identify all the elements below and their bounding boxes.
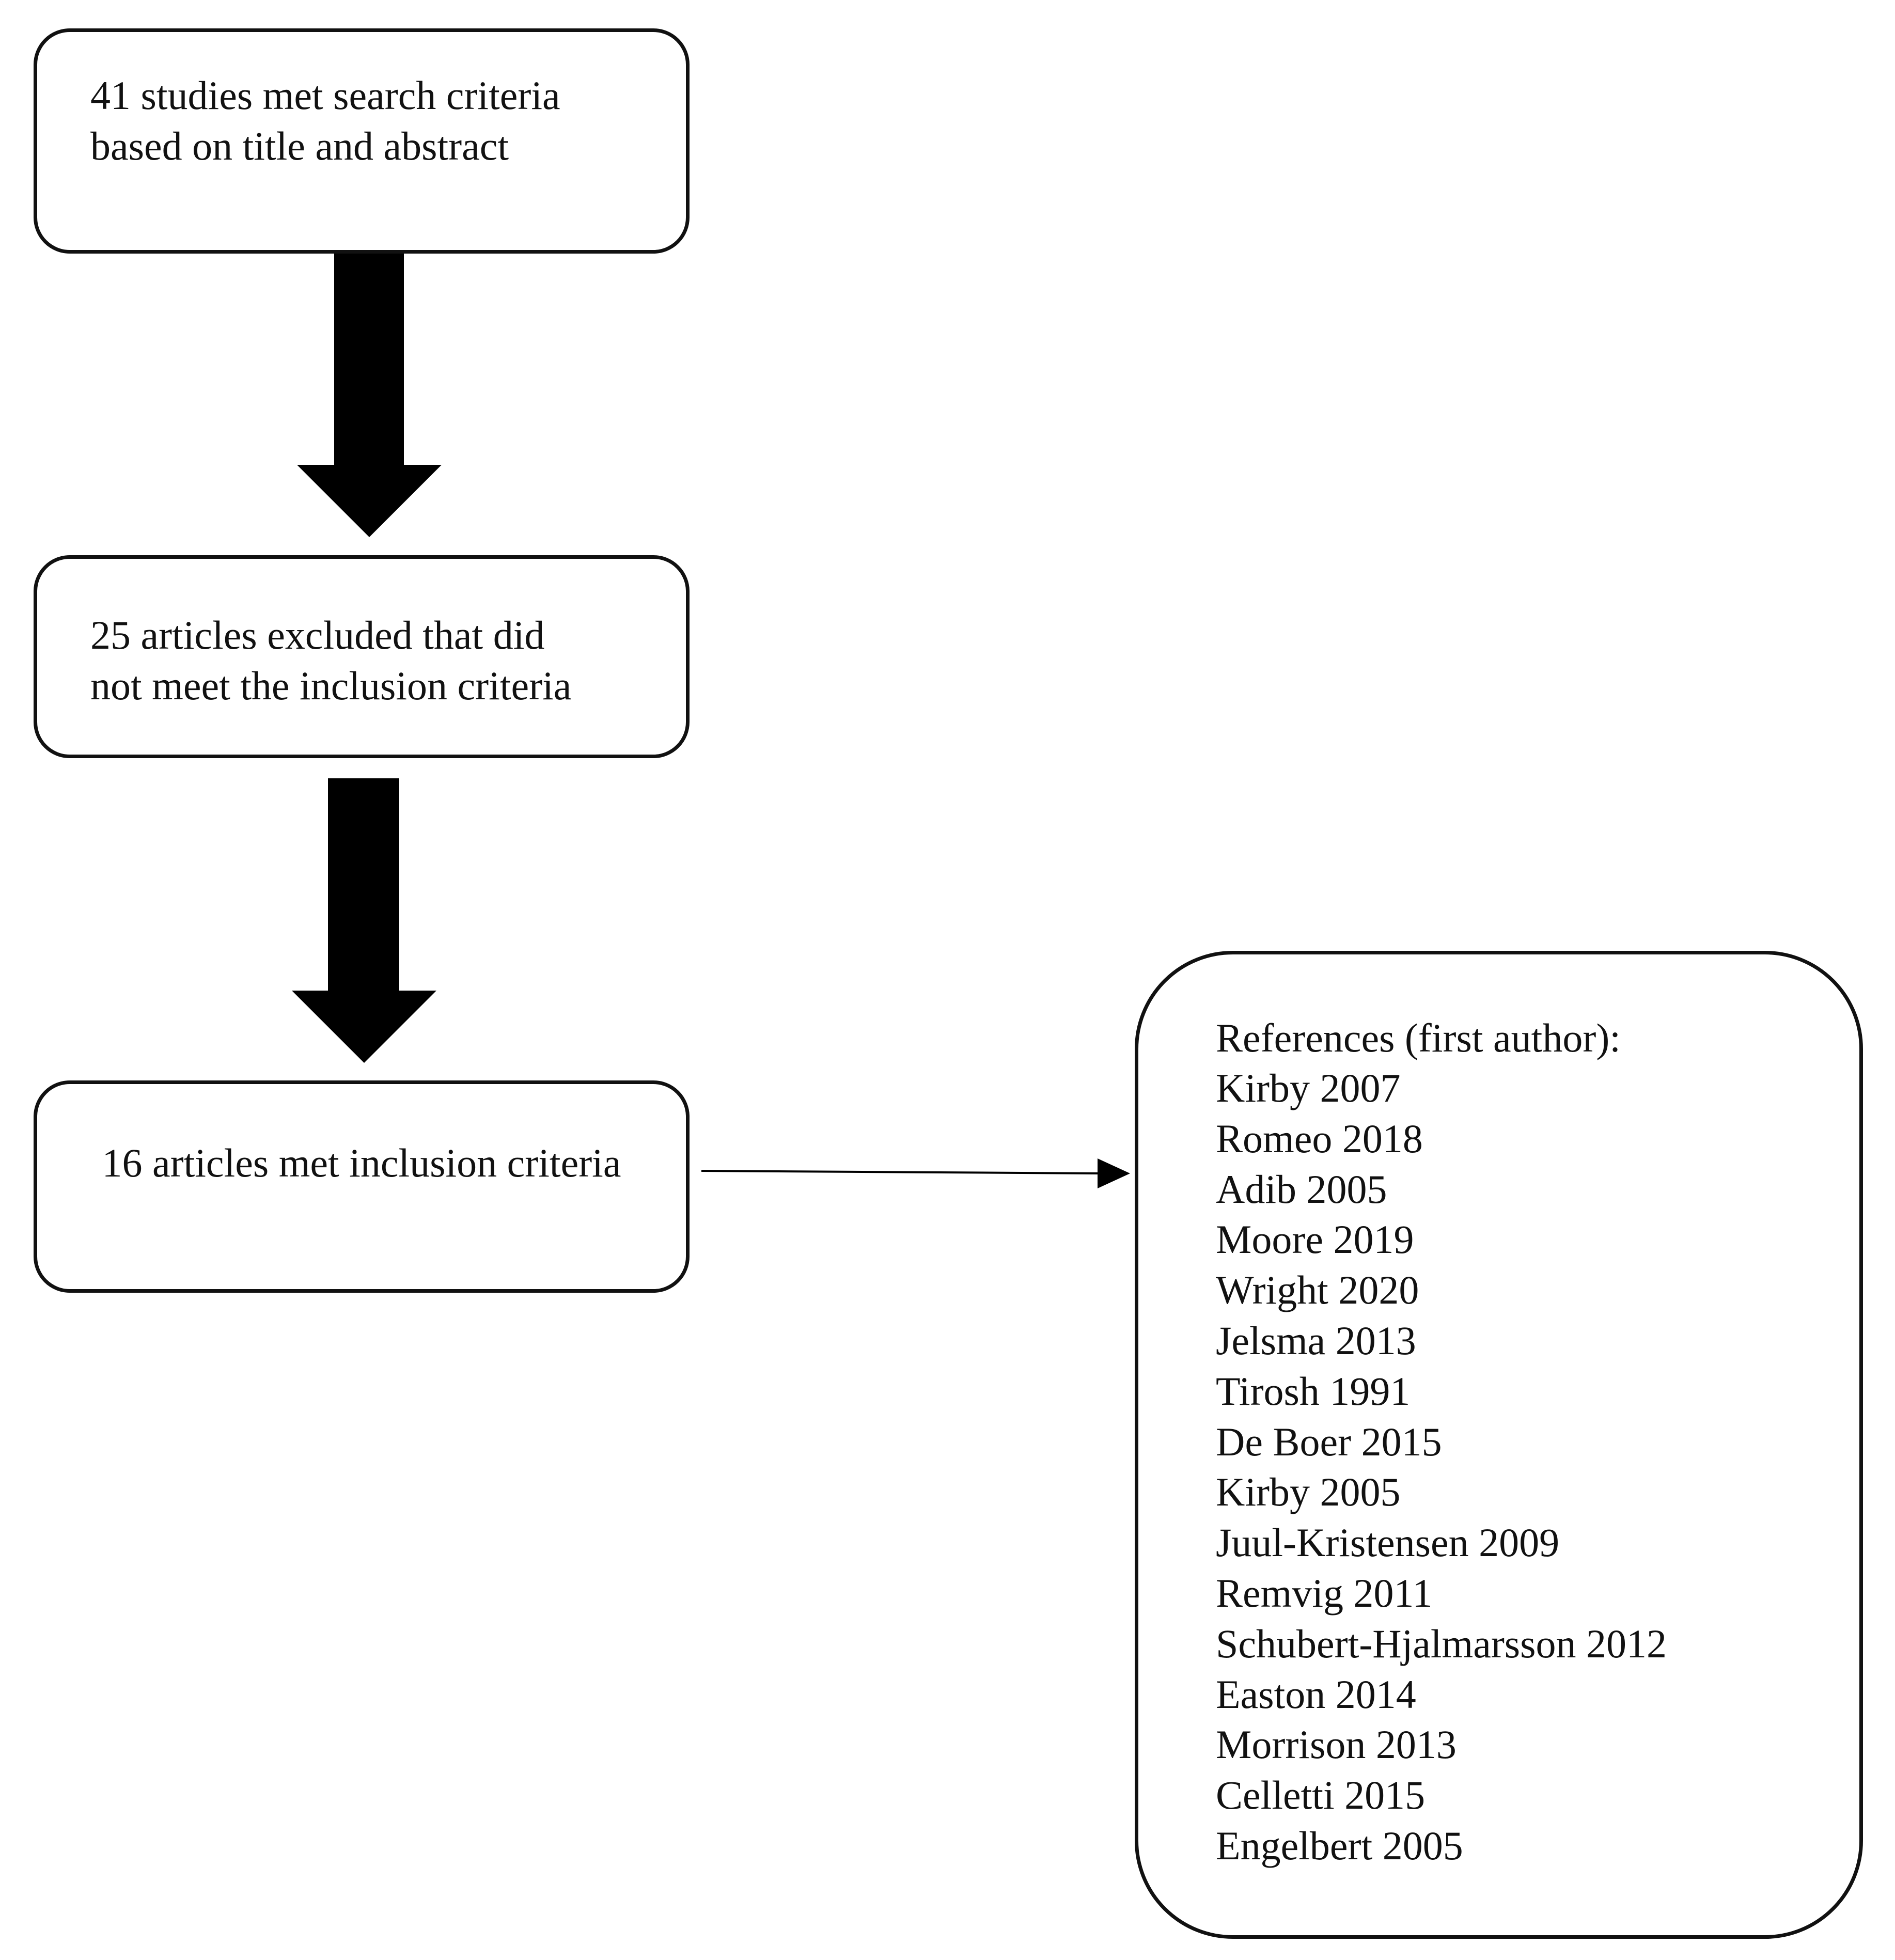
reference-item: Juul-Kristensen 2009 [1216,1520,1560,1565]
reference-item: Kirby 2007 [1216,1065,1401,1110]
reference-item: Romeo 2018 [1216,1116,1423,1161]
reference-item: Adib 2005 [1216,1166,1387,1212]
step-text-excluded-articles: 25 articles excluded that did not meet t… [90,613,572,708]
thick-down-arrow-1 [297,254,442,537]
thin-arrow-line [701,1170,1101,1174]
reference-item: Morrison 2013 [1216,1722,1457,1767]
reference-item: Kirby 2005 [1216,1469,1401,1515]
reference-item: Tirosh 1991 [1216,1368,1411,1414]
reference-item: Moore 2019 [1216,1217,1414,1262]
step-box-search-results: 41 studies met search criteria based on … [34,28,690,254]
thick-down-arrow-2 [292,778,436,1063]
reference-item: Remvig 2011 [1216,1570,1433,1616]
references-heading: References (first author): [1216,1015,1621,1060]
reference-item: Wright 2020 [1216,1267,1419,1313]
reference-item: Easton 2014 [1216,1671,1416,1717]
reference-item: Celletti 2015 [1216,1773,1426,1818]
reference-item: De Boer 2015 [1216,1419,1442,1464]
step-box-included-articles: 16 articles met inclusion criteria [34,1080,690,1293]
reference-item: Schubert-Hjalmarsson 2012 [1216,1621,1667,1666]
references-box: References (first author): Kirby 2007 Ro… [1135,951,1863,1939]
step-text-search-results: 41 studies met search criteria based on … [90,73,560,168]
step-text-included-articles: 16 articles met inclusion criteria [102,1140,621,1185]
references-list: Kirby 2007 Romeo 2018 Adib 2005 Moore 20… [1216,1063,1667,1871]
reference-item: Engelbert 2005 [1216,1823,1463,1868]
step-box-excluded-articles: 25 articles excluded that did not meet t… [34,555,690,758]
reference-item: Jelsma 2013 [1216,1318,1416,1363]
thin-arrow-head [1098,1158,1130,1188]
